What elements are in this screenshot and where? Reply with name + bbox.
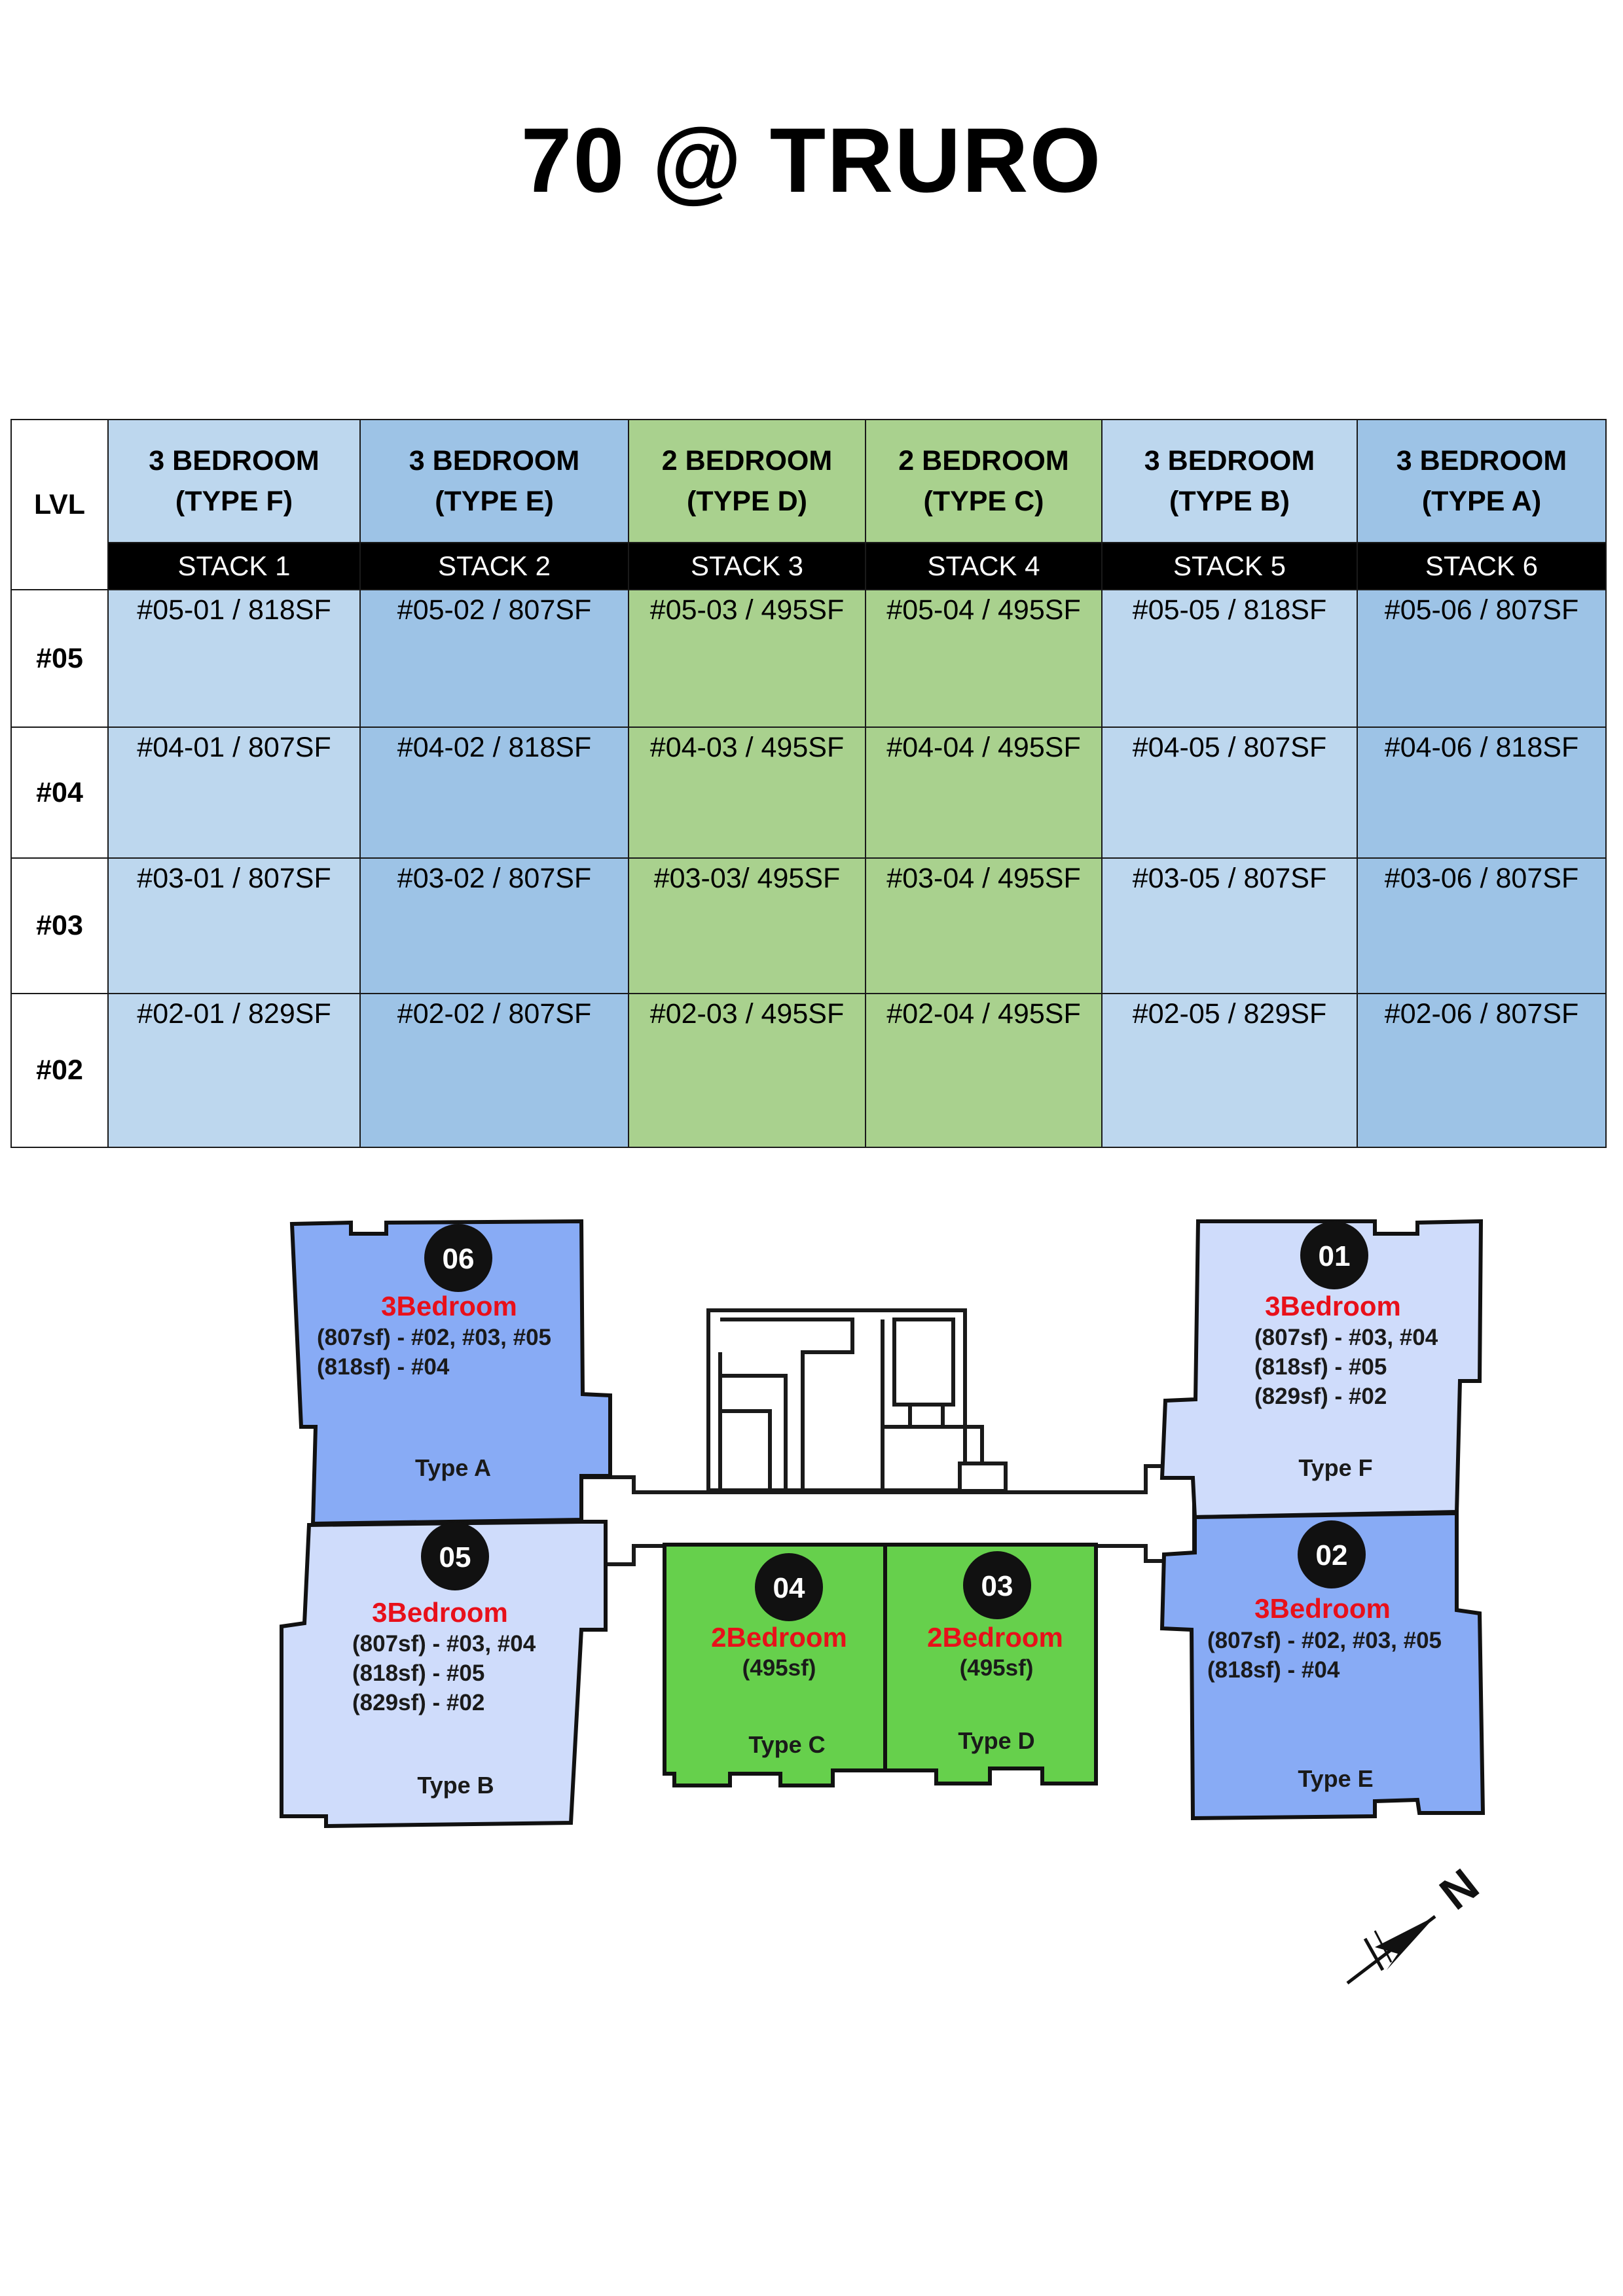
table-row: #04 #04-01 / 807SF #04-02 / 818SF #04-03… [10,726,1607,859]
bedroom-label: 3Bedroom [1265,1291,1401,1321]
level-label: #03 [10,857,109,994]
col-header-stack-6: 3 BEDROOM(TYPE A) [1357,419,1607,543]
bedroom-label: 3Bedroom [1254,1593,1391,1624]
col-header-stack-4: 2 BEDROOM(TYPE C) [865,419,1103,543]
col-header-stack-3: 2 BEDROOM(TYPE D) [628,419,866,543]
bedroom-label: 3Bedroom [372,1597,508,1628]
unit-type-label: Type C [748,1731,825,1758]
unit-cell: #02-03 / 495SF [628,993,866,1148]
unit-cell: #03-04 / 495SF [865,857,1103,994]
unit-cell: #04-05 / 807SF [1101,726,1358,859]
size-line: (807sf) - #03, #04 [1254,1325,1438,1350]
col-header-stack-2: 3 BEDROOM(TYPE E) [359,419,629,543]
unit-03-type-d: 03 2Bedroom (495sf) Type D [883,1543,1098,1785]
unit-cell: #05-02 / 807SF [359,589,629,728]
stack-label: STACK 5 [1101,542,1358,590]
floor-plan: 06 3Bedroom (807sf) - #02, #03, #05 (818… [280,1219,1488,1984]
lvl-header: LVL [10,419,109,590]
unit-cell: #04-01 / 807SF [107,726,361,859]
unit-number: 02 [1316,1539,1348,1571]
unit-cell: #02-04 / 495SF [865,993,1103,1148]
unit-cell: #02-06 / 807SF [1357,993,1607,1148]
unit-number: 01 [1319,1240,1351,1272]
unit-number-badge [755,1553,823,1621]
unit-01-type-f: 01 3Bedroom (807sf) - #03, #04 (818sf) -… [1159,1219,1484,1520]
unit-type-label: Type A [415,1454,491,1481]
compass-n-label: N [1431,1859,1488,1920]
size-line: (807sf) - #02, #03, #05 [317,1325,551,1350]
size-line: (829sf) - #02 [352,1690,484,1715]
unit-cell: #02-05 / 829SF [1101,993,1358,1148]
col-header-stack-1: 3 BEDROOM(TYPE F) [107,419,361,543]
page-title: 70 @ TRURO [520,109,1103,211]
unit-cell: #03-02 / 807SF [359,857,629,994]
stack-label: STACK 2 [359,542,629,590]
unit-cell: #02-01 / 829SF [107,993,361,1148]
unit-number-badge [963,1551,1031,1619]
size-line: (818sf) - #05 [352,1660,484,1686]
size-line: (495sf) [960,1655,1034,1681]
unit-cell: #03-01 / 807SF [107,857,361,994]
table-row: #05 #05-01 / 818SF #05-02 / 807SF #05-03… [10,589,1607,728]
size-line: (495sf) [742,1655,816,1681]
table-row: #03 #03-01 / 807SF #03-02 / 807SF #03-03… [10,857,1607,994]
level-label: #05 [10,589,109,728]
unit-type-label: Type F [1298,1454,1372,1481]
unit-cell: #04-02 / 818SF [359,726,629,859]
stack-label: STACK 4 [865,542,1103,590]
unit-cell: #05-04 / 495SF [865,589,1103,728]
unit-number-badge [424,1224,492,1292]
size-line: (818sf) - #04 [317,1354,450,1380]
size-line: (818sf) - #04 [1207,1657,1340,1683]
level-label: #04 [10,726,109,859]
unit-cell: #05-05 / 818SF [1101,589,1358,728]
unit-number: 04 [773,1572,805,1604]
stack-label: STACK 3 [628,542,866,590]
unit-cell: #04-06 / 818SF [1357,726,1607,859]
unit-cell: #04-03 / 495SF [628,726,866,859]
stack-label: STACK 6 [1357,542,1607,590]
unit-cell: #03-03/ 495SF [628,857,866,994]
size-line: (829sf) - #02 [1254,1384,1387,1409]
unit-cell: #04-04 / 495SF [865,726,1103,859]
unit-number-badge [1300,1221,1368,1289]
unit-06-type-a: 06 3Bedroom (807sf) - #02, #03, #05 (818… [289,1219,612,1526]
size-line: (807sf) - #02, #03, #05 [1207,1628,1442,1653]
unit-number: 06 [443,1243,475,1275]
unit-number-badge [1298,1520,1366,1588]
unit-availability-table: LVL 3 BEDROOM(TYPE F) 3 BEDROOM(TYPE E) … [10,419,1607,1148]
unit-type-label: Type B [417,1772,494,1799]
unit-04-type-c: 04 2Bedroom (495sf) Type C [663,1543,887,1787]
unit-cell: #05-01 / 818SF [107,589,361,728]
unit-cell: #03-05 / 807SF [1101,857,1358,994]
unit-type-label: Type D [958,1727,1034,1754]
size-line: (807sf) - #03, #04 [352,1631,536,1657]
bedroom-label: 2Bedroom [927,1622,1063,1653]
level-label: #02 [10,993,109,1148]
col-header-stack-5: 3 BEDROOM(TYPE B) [1101,419,1358,543]
unit-number: 03 [981,1570,1013,1602]
unit-cell: #02-02 / 807SF [359,993,629,1148]
central-core [574,1308,1196,1566]
bedroom-label: 3Bedroom [381,1291,517,1321]
compass-north-arrow-icon: N [1346,1859,1488,1984]
unit-cell: #05-03 / 495SF [628,589,866,728]
size-line: (818sf) - #05 [1254,1354,1387,1380]
bedroom-label: 2Bedroom [711,1622,847,1653]
unit-number-badge [421,1522,489,1590]
unit-cell: #03-06 / 807SF [1357,857,1607,994]
stack-label: STACK 1 [107,542,361,590]
table-row: #02 #02-01 / 829SF #02-02 / 807SF #02-03… [10,993,1607,1148]
unit-05-type-b: 05 3Bedroom (807sf) - #03, #04 (818sf) -… [280,1520,608,1829]
unit-cell: #05-06 / 807SF [1357,589,1607,728]
unit-02-type-e: 02 3Bedroom (807sf) - #02, #03, #05 (818… [1159,1511,1486,1821]
unit-number: 05 [439,1541,471,1573]
unit-type-label: Type E [1298,1765,1373,1792]
